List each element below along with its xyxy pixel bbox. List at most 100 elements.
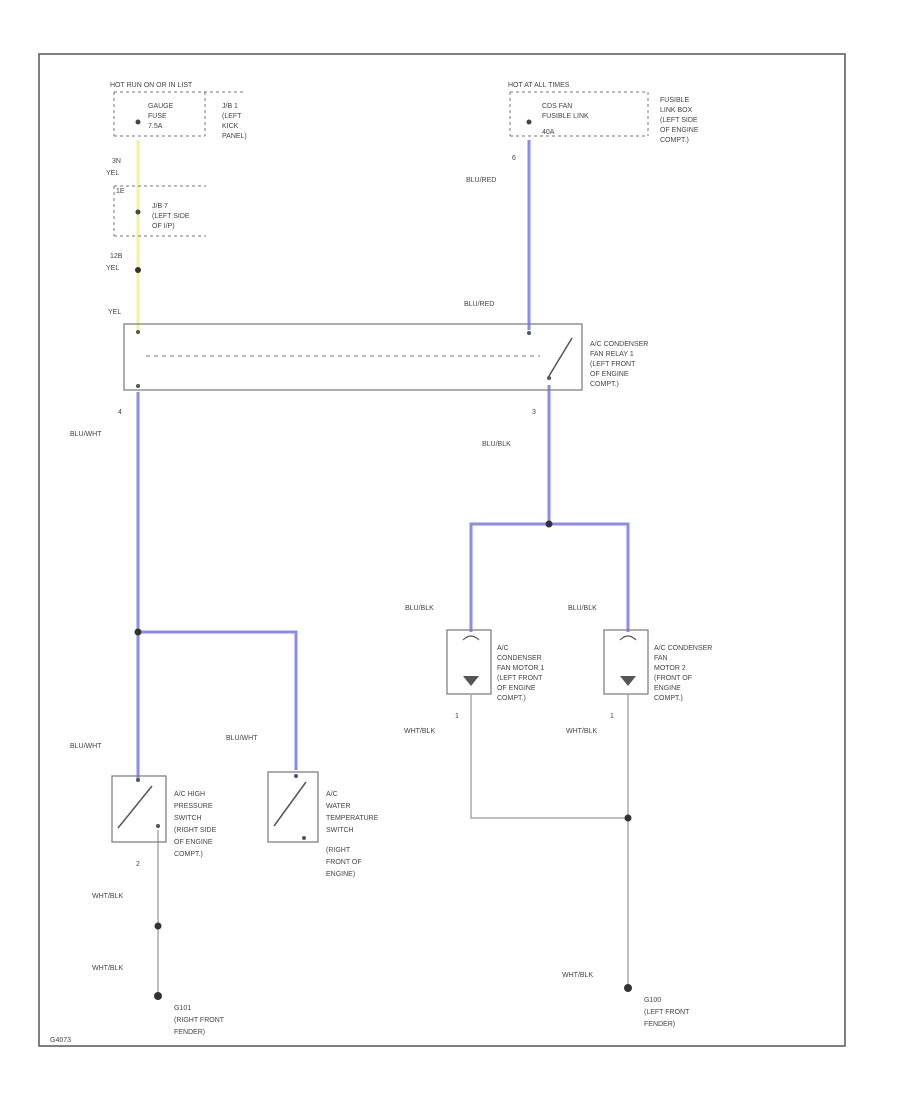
ground-1-line: G101 <box>174 1005 191 1012</box>
relay-contact-bottom <box>547 376 551 380</box>
jb7-color-top: YEL <box>106 170 119 177</box>
wire-label-blu-blk-relay: BLU/BLK <box>482 441 511 448</box>
fusible-box-line: FUSIBLE <box>660 97 690 104</box>
switch-temp-contact-bottom <box>302 836 306 840</box>
junction-switches <box>134 628 142 636</box>
wire-label-wht-blk-ground1: WHT/BLK <box>92 965 123 972</box>
fan-motor-1-box <box>446 629 492 695</box>
jb7-pin-mid: 1E <box>116 188 125 195</box>
switch-temp-line: (RIGHT <box>326 847 351 854</box>
relay-coil-bottom <box>136 384 140 388</box>
fuse-right-pin: 6 <box>512 155 516 162</box>
fan-motor-1-line: FAN MOTOR 1 <box>497 665 544 672</box>
switch-temp-line: SWITCH <box>326 827 354 834</box>
jb7-color-bottom: YEL <box>106 265 119 272</box>
wire-label-blu-red-lower: BLU/RED <box>464 301 494 308</box>
switch-pressure-line: SWITCH <box>174 815 202 822</box>
fan-motor-1-line: A/C <box>497 645 509 652</box>
relay-line: COMPT.) <box>590 381 619 388</box>
fan-motor-2-line: MOTOR 2 <box>654 665 686 672</box>
wire-blu-wht-branch <box>138 630 298 770</box>
relay-switch-arm <box>548 337 573 377</box>
switch-pressure-arm <box>117 785 153 829</box>
wire-label-blu-wht-relay: BLU/WHT <box>70 431 102 438</box>
switch-pressure-box <box>111 775 167 843</box>
jb7-connector-dot <box>135 267 141 273</box>
fan-motor-2-pin: 1 <box>610 713 614 720</box>
relay-line: FAN RELAY 1 <box>590 351 634 358</box>
relay-pin-right: 3 <box>532 409 536 416</box>
wire-label-blu-wht-sw1: BLU/WHT <box>70 743 102 750</box>
ground-2-line: (LEFT FRONT <box>644 1009 690 1016</box>
fuse-left-header: HOT RUN ON OR IN LIST <box>110 82 193 89</box>
wire-label-blu-blk-fan1: BLU/BLK <box>405 605 434 612</box>
ground-1-symbol <box>154 992 162 1000</box>
figure-id: G4073 <box>50 1037 71 1044</box>
fusible-box-line: (LEFT SIDE <box>660 117 698 124</box>
fan-motor-1-line: CONDENSER <box>497 655 542 662</box>
jb7-node <box>135 209 141 215</box>
switch-temp-contact-top <box>294 774 298 778</box>
relay-box <box>123 323 583 391</box>
switch-pressure-line: (RIGHT SIDE <box>174 827 217 834</box>
wire-label-wht-blk-ground2: WHT/BLK <box>562 972 593 979</box>
jb7-pin-bottom: 12B <box>110 253 123 260</box>
fuse-right-line: FUSIBLE LINK <box>542 113 589 120</box>
junction-ground-fans <box>624 814 632 822</box>
fan-motor-1-symbol <box>463 676 479 686</box>
fan-motor-2-box <box>603 629 649 695</box>
fan-motor-1-line: OF ENGINE <box>497 685 536 692</box>
switch-pressure-line: A/C HIGH <box>174 791 205 798</box>
fusible-box-line: LINK BOX <box>660 107 693 114</box>
ground-2-line: G100 <box>644 997 661 1004</box>
switch-pressure-pin: 2 <box>136 861 140 868</box>
wire-label-wht-blk-fan1: WHT/BLK <box>404 728 435 735</box>
fan-motor-2-line: FAN <box>654 655 668 662</box>
jb1-line: PANEL) <box>222 133 247 140</box>
wire-label-wht-blk-sw1: WHT/BLK <box>92 893 123 900</box>
switch-temp-line: WATER <box>326 803 351 810</box>
wire-label-blu-blk-fan2: BLU/BLK <box>568 605 597 612</box>
jb7-pin-top: 3N <box>112 158 121 165</box>
jb1-line: (LEFT <box>222 113 242 120</box>
fan-motor-2-symbol <box>620 676 636 686</box>
switch-pressure-line: COMPT.) <box>174 851 203 858</box>
fan-motor-1-pin: 1 <box>455 713 459 720</box>
relay-line: A/C CONDENSER <box>590 341 648 348</box>
switch-temp-arm <box>273 781 307 827</box>
fan-motor-1-line: (LEFT FRONT <box>497 675 543 682</box>
wire-ground-fan1 <box>470 695 628 819</box>
wire-label-blu-red-upper: BLU/RED <box>466 177 496 184</box>
fuse-left-node <box>135 119 141 125</box>
wire-label-blu-wht-sw2: BLU/WHT <box>226 735 258 742</box>
fan-motor-2-connector <box>619 635 637 641</box>
diagram-frame <box>38 53 846 1047</box>
ground-2-line: FENDER) <box>644 1021 675 1028</box>
fan-motor-2-line: COMPT.) <box>654 695 683 702</box>
switch-temp-line: A/C <box>326 791 338 798</box>
ground-1-connector <box>154 922 162 930</box>
jb7-line: (LEFT SIDE <box>152 213 190 220</box>
wire-label-wht-blk-fan2: WHT/BLK <box>566 728 597 735</box>
fan-motor-1-connector <box>462 635 480 641</box>
fuse-left-line: GAUGE <box>148 103 174 110</box>
switch-temp-line: ENGINE) <box>326 871 355 878</box>
relay-coil-top <box>136 330 140 334</box>
relay-line: (LEFT FRONT <box>590 361 636 368</box>
switch-pressure-line: OF ENGINE <box>174 839 213 846</box>
fan-motor-2-line: A/C CONDENSER <box>654 645 712 652</box>
ground-1-line: (RIGHT FRONT <box>174 1017 225 1024</box>
junction-fans <box>545 520 553 528</box>
jb1-line: J/B 1 <box>222 103 238 110</box>
ground-2-symbol <box>624 984 632 992</box>
fuse-right-header: HOT AT ALL TIMES <box>508 82 570 89</box>
fuse-right-line: 40A <box>542 129 555 136</box>
switch-pressure-line: PRESSURE <box>174 803 213 810</box>
switch-temp-line: TEMPERATURE <box>326 815 379 822</box>
fuse-right-line: CDS FAN <box>542 103 572 110</box>
switch-pressure-contact-top <box>136 778 140 782</box>
fuse-left-line: FUSE <box>148 113 167 120</box>
fusible-box-line: OF ENGINE <box>660 127 699 134</box>
switch-pressure-contact-bottom <box>156 824 160 828</box>
